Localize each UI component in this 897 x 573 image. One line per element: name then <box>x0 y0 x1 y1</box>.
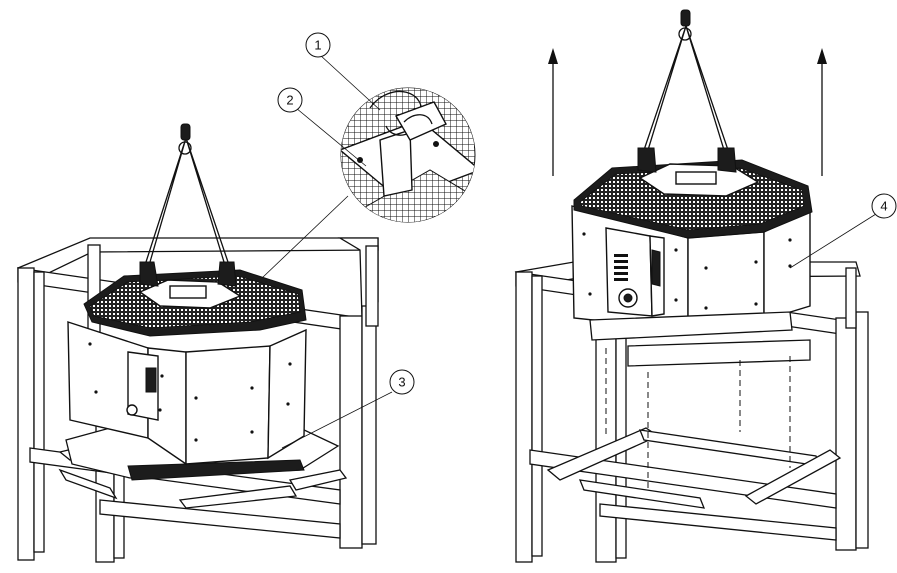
right-panel: 4 <box>514 9 897 563</box>
callout-2: 2 <box>277 87 367 167</box>
zoom-inset: 1 2 <box>261 32 476 279</box>
right-fan-unit <box>571 159 813 341</box>
callout-1: 1 <box>305 32 381 111</box>
callout-4-label: 4 <box>880 199 887 214</box>
callout-1-label: 1 <box>314 38 321 53</box>
lift-arrow-right <box>817 48 827 176</box>
callout-4: 4 <box>789 193 897 269</box>
callout-3-label: 3 <box>398 375 405 390</box>
left-panel: 3 <box>16 123 415 563</box>
left-fan-unit <box>65 269 340 481</box>
left-lifting-slings <box>139 123 237 287</box>
callout-2-label: 2 <box>286 93 293 108</box>
right-lifting-slings <box>637 9 737 173</box>
callout-3: 3 <box>281 369 415 449</box>
lift-arrow-left <box>548 48 558 176</box>
